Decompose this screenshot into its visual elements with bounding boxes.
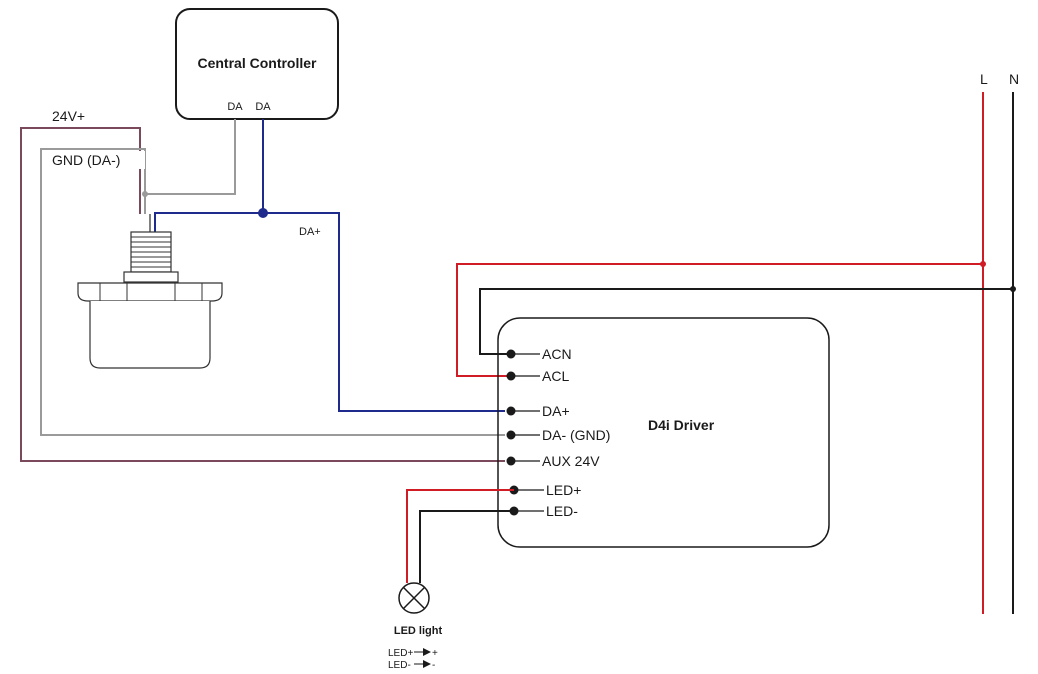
svg-text:ACN: ACN xyxy=(542,346,572,362)
driver-title: D4i Driver xyxy=(648,417,715,433)
wire-da-plus xyxy=(262,119,505,412)
controller-port-da-1: DA xyxy=(227,101,243,113)
svg-text:AUX 24V: AUX 24V xyxy=(542,453,600,469)
terminal-acn: ACN xyxy=(506,346,572,362)
led-lamp-icon xyxy=(398,582,430,614)
wire-acn xyxy=(479,288,1013,355)
wire-led-minus xyxy=(419,510,514,583)
wire-da-sensor xyxy=(154,212,263,232)
led-light-title: LED light xyxy=(394,625,443,637)
central-controller-box xyxy=(175,8,339,120)
wire-acl xyxy=(456,263,983,377)
wire-led-plus xyxy=(406,489,514,583)
label-da-plus: DA+ xyxy=(299,226,321,238)
legend-led-plus: LED+ xyxy=(388,648,413,659)
terminal-da-minus: DA- (GND) xyxy=(506,427,610,443)
label-mains-n: N xyxy=(1009,71,1019,87)
driver-box xyxy=(497,317,830,548)
label-gnd-bg xyxy=(47,151,145,169)
junction-gnd xyxy=(142,191,148,197)
terminal-acl: ACL xyxy=(506,368,569,384)
label-gnd: GND (DA-) xyxy=(52,152,120,168)
sensor-dome xyxy=(89,301,211,369)
svg-text:DA+: DA+ xyxy=(542,403,570,419)
terminal-aux-24v: AUX 24V xyxy=(506,453,600,469)
legend-led-plus-target: + xyxy=(432,648,438,659)
label-24v: 24V+ xyxy=(52,108,85,124)
label-mains-l: L xyxy=(980,71,988,87)
terminal-da-plus: DA+ xyxy=(506,403,570,419)
central-controller-title: Central Controller xyxy=(197,55,317,71)
junction-da xyxy=(258,208,268,218)
svg-text:ACL: ACL xyxy=(542,368,569,384)
wire-gnd-sensor xyxy=(40,148,505,436)
controller-port-da-2: DA xyxy=(255,101,271,113)
wire-gnd-controller xyxy=(145,119,236,195)
terminal-led-plus: LED+ xyxy=(509,482,581,498)
terminal-led-minus: LED- xyxy=(509,503,578,519)
svg-text:LED-: LED- xyxy=(546,503,578,519)
sensor-flange xyxy=(77,282,223,302)
legend-led-minus-target: - xyxy=(432,660,435,671)
svg-text:DA- (GND): DA- (GND) xyxy=(542,427,610,443)
sensor-device xyxy=(77,214,223,369)
legend-led-minus: LED- xyxy=(388,660,411,671)
svg-text:LED+: LED+ xyxy=(546,482,581,498)
